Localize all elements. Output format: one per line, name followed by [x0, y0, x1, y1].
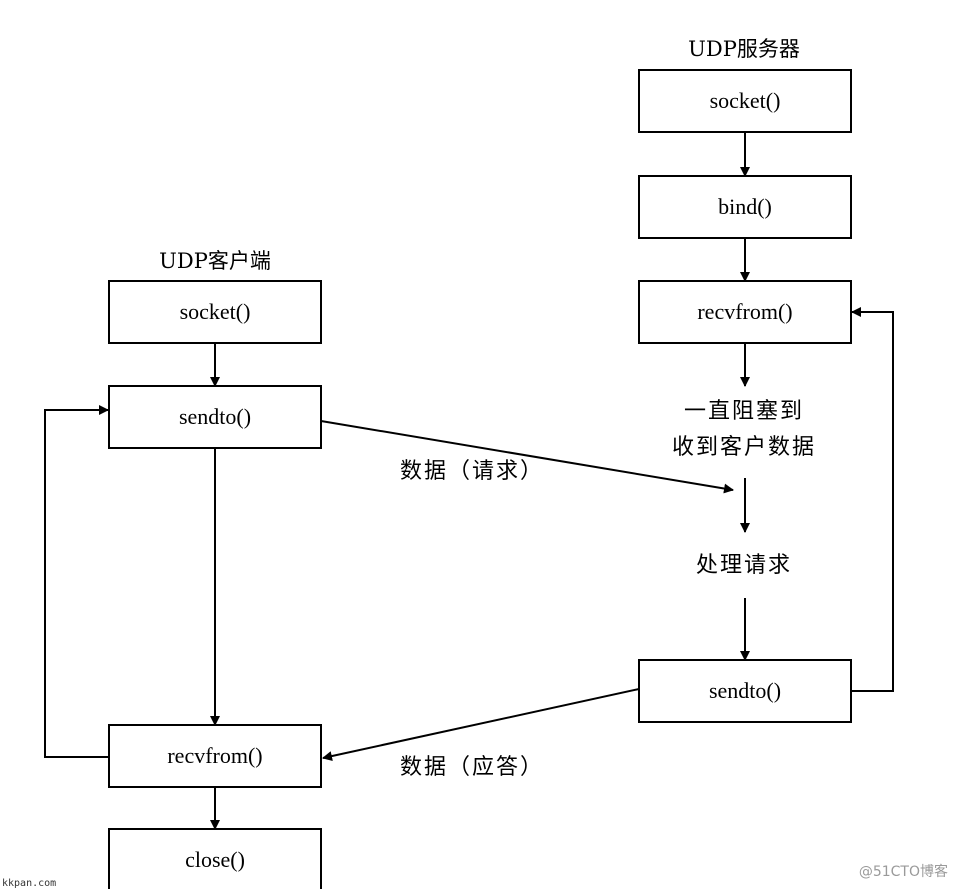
server-recvfrom-box: recvfrom()	[638, 280, 852, 344]
server-bind-box: bind()	[638, 175, 852, 239]
client-socket-box: socket()	[108, 280, 322, 344]
response-message-label: 数据（应答）	[400, 755, 544, 780]
server-sendto-box: sendto()	[638, 659, 852, 723]
server-bind-label: bind()	[718, 194, 772, 219]
server-block-line1: 一直阻塞到	[684, 399, 804, 424]
client-sendto-label: sendto()	[179, 404, 251, 429]
watermark-right: @51CTO博客	[859, 863, 948, 880]
client-recvfrom-box: recvfrom()	[108, 724, 322, 788]
request-message-label: 数据（请求）	[400, 459, 544, 484]
client-title: UDP客户端	[159, 249, 271, 273]
arrow-response-message	[322, 688, 640, 761]
server-socket-box: socket()	[638, 69, 852, 133]
client-close-label: close()	[185, 847, 245, 872]
client-close-box: close()	[108, 828, 322, 889]
server-socket-label: socket()	[710, 88, 781, 113]
server-sendto-label: sendto()	[709, 678, 781, 703]
watermark-left: kkpan.com	[2, 878, 56, 889]
server-process-label: 处理请求	[696, 553, 792, 578]
arrow-server-loop-back	[851, 307, 894, 692]
arrow-request-message	[320, 420, 734, 494]
server-title: UDP服务器	[688, 37, 800, 61]
client-recvfrom-label: recvfrom()	[167, 743, 262, 768]
arrow-client-loop-back	[44, 405, 109, 758]
client-socket-label: socket()	[180, 299, 251, 324]
server-block-line2: 收到客户数据	[672, 435, 816, 460]
client-sendto-box: sendto()	[108, 385, 322, 449]
server-recvfrom-label: recvfrom()	[697, 299, 792, 324]
